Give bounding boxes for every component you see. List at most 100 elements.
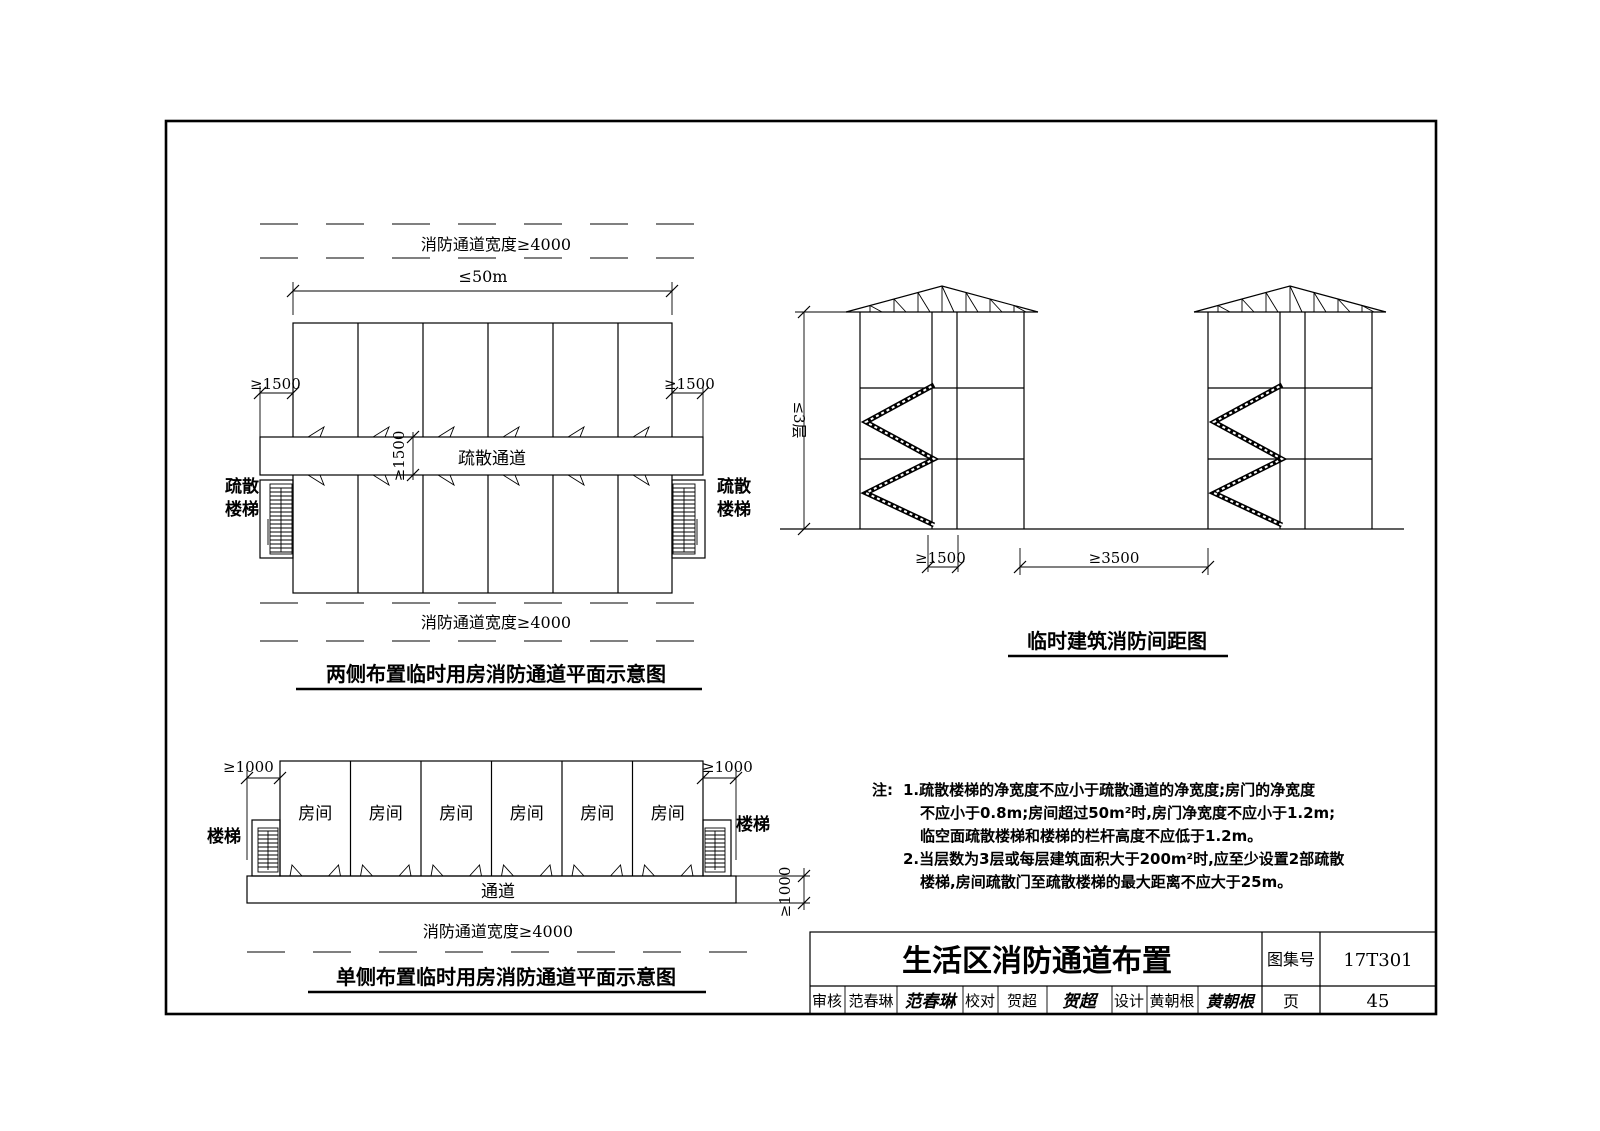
truss-web bbox=[1241, 298, 1255, 313]
truss-web bbox=[869, 305, 883, 313]
plan-two-side: 消防通道宽度≥4000 ≤50m 疏散通道 ≥1500 ≥1500 ≥1500 bbox=[225, 223, 752, 691]
door-swing bbox=[397, 864, 412, 877]
stair-width-dim: ≥1500 bbox=[915, 549, 966, 567]
reviewer-name: 范春琳 bbox=[848, 992, 893, 1010]
truss-web bbox=[965, 292, 979, 313]
door-swing bbox=[371, 425, 390, 438]
room-label: 房间 bbox=[298, 804, 332, 824]
door-swing bbox=[641, 864, 656, 877]
plan-one-side: 房间房间房间房间房间房间 通道 ≥1000 ≥1000 ≥1000 楼梯 bbox=[207, 758, 811, 994]
spacing-diagram: ≤3层 ≥1500 ≥3500 临时建筑消防间距图 bbox=[780, 285, 1404, 658]
door-swing bbox=[289, 864, 304, 877]
door-swings bbox=[306, 425, 650, 487]
one-right-gap-dim: ≥1000 bbox=[702, 758, 753, 776]
door-swing bbox=[359, 864, 374, 877]
atlas-number: 17T301 bbox=[1343, 950, 1412, 971]
room-label: 房间 bbox=[651, 804, 685, 824]
truss-web bbox=[1337, 298, 1351, 313]
road-top-label: 消防通道宽度≥4000 bbox=[421, 235, 571, 254]
truss-web bbox=[989, 298, 1003, 313]
door-swing bbox=[631, 425, 650, 438]
corridor-label: 疏散通道 bbox=[458, 449, 526, 469]
left-stair bbox=[259, 479, 294, 559]
page-number: 45 bbox=[1367, 991, 1390, 1012]
right-gap-dim: ≥1500 bbox=[664, 375, 715, 393]
reviewer-signature: 范春琳 bbox=[905, 992, 959, 1012]
page-label: 页 bbox=[1283, 992, 1299, 1011]
truss-web bbox=[917, 292, 931, 313]
room-label: 房间 bbox=[510, 804, 544, 824]
truss-web bbox=[1289, 285, 1303, 313]
corridor-one-label: 通道 bbox=[481, 882, 515, 902]
door-swing bbox=[371, 474, 390, 487]
door-swing bbox=[538, 864, 553, 877]
note-line-3: 临空面疏散楼梯和楼梯的栏杆高度不应低于1.2m。 bbox=[920, 827, 1262, 845]
right-stair-label-1: 疏散 bbox=[717, 476, 752, 497]
door-swing bbox=[631, 474, 650, 487]
door-swing bbox=[430, 864, 445, 877]
door-swing bbox=[306, 474, 325, 487]
notes: 注: 1.疏散楼梯的净宽度不应小于疏散通道的净宽度;房门的净宽度 不应小于0.8… bbox=[872, 781, 1345, 891]
one-left-stair-label: 楼梯 bbox=[207, 826, 241, 847]
caption-one-side: 单侧布置临时用房消防通道平面示意图 bbox=[336, 965, 676, 989]
note-line-5: 楼梯,房间疏散门至疏散楼梯的最大距离不应大于25m。 bbox=[920, 873, 1292, 891]
temporary-building-right bbox=[1193, 285, 1387, 529]
design-label: 设计 bbox=[1114, 992, 1144, 1010]
truss-web bbox=[1265, 292, 1279, 313]
door-swing bbox=[571, 864, 586, 877]
length-dim-label: ≤50m bbox=[459, 267, 508, 286]
one-left-stair bbox=[251, 819, 281, 877]
note-line-2: 不应小于0.8m;房间超过50m²时,房门净宽度不应小于1.2m; bbox=[920, 804, 1335, 822]
door-swing bbox=[500, 864, 515, 877]
left-gap-dim: ≥1500 bbox=[250, 375, 301, 393]
corridor-one-width-dim: ≥1000 bbox=[776, 867, 794, 918]
door-swing bbox=[566, 474, 585, 487]
door-swing bbox=[327, 864, 342, 877]
spacing-dim-label: ≥3500 bbox=[1089, 549, 1140, 567]
truss-web bbox=[941, 285, 955, 313]
checker-signature: 贺超 bbox=[1062, 992, 1099, 1012]
designer-name: 黄朝根 bbox=[1149, 992, 1194, 1010]
zigzag-stair bbox=[860, 382, 940, 528]
left-stair-label-2: 楼梯 bbox=[225, 499, 259, 520]
truss-web bbox=[1313, 292, 1327, 313]
truss-web bbox=[1217, 305, 1231, 313]
left-stair-label-1: 疏散 bbox=[225, 476, 260, 497]
door-swing bbox=[436, 425, 455, 438]
door-swing bbox=[679, 864, 694, 877]
checker-name: 贺超 bbox=[1007, 992, 1037, 1010]
sheet-frame bbox=[164, 119, 1438, 1016]
room-label: 房间 bbox=[439, 804, 473, 824]
truss-web bbox=[1361, 305, 1375, 313]
door-swing bbox=[501, 474, 520, 487]
temporary-building-left bbox=[845, 285, 1039, 529]
road-bottom-label: 消防通道宽度≥4000 bbox=[421, 613, 571, 632]
door-swing bbox=[566, 425, 585, 438]
drawing-title: 生活区消防通道布置 bbox=[902, 944, 1172, 979]
room-label: 房间 bbox=[369, 804, 403, 824]
corridor-width-dim: ≥1500 bbox=[390, 431, 408, 482]
door-swing bbox=[436, 474, 455, 487]
atlas-label: 图集号 bbox=[1267, 950, 1315, 969]
check-label: 校对 bbox=[965, 992, 995, 1010]
one-road-label: 消防通道宽度≥4000 bbox=[423, 922, 573, 941]
zigzag-stair bbox=[1208, 382, 1288, 528]
room-label: 房间 bbox=[580, 804, 614, 824]
note-line-4: 2.当层数为3层或每层建筑面积大于200m²时,应至少设置2部疏散 bbox=[903, 850, 1345, 868]
corridor bbox=[259, 436, 704, 476]
caption-two-side: 两侧布置临时用房消防通道平面示意图 bbox=[326, 662, 666, 686]
designer-signature: 黄朝根 bbox=[1206, 992, 1256, 1011]
truss-web bbox=[1013, 305, 1027, 313]
zigzag-stair-treads bbox=[1211, 384, 1285, 526]
truss-web bbox=[893, 298, 907, 313]
door-swing bbox=[468, 864, 483, 877]
height-dim-label: ≤3层 bbox=[790, 401, 808, 438]
one-right-stair bbox=[702, 819, 732, 877]
title-block: 生活区消防通道布置 图集号 17T301 页 45 审核 范春琳 范春琳 校对 … bbox=[809, 931, 1437, 1015]
caption-spacing: 临时建筑消防间距图 bbox=[1027, 629, 1207, 653]
note-line-1: 1.疏散楼梯的净宽度不应小于疏散通道的净宽度;房门的净宽度 bbox=[903, 781, 1316, 799]
door-swing bbox=[609, 864, 624, 877]
door-swing bbox=[306, 425, 325, 438]
review-label: 审核 bbox=[812, 992, 842, 1010]
